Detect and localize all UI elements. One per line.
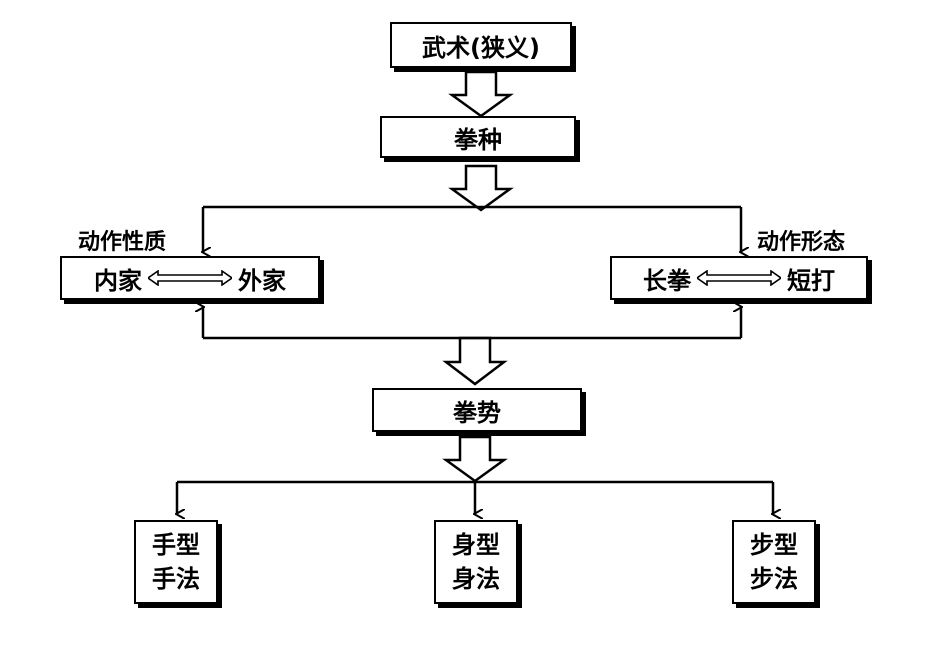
node-wushu: 武术(狭义) (390, 22, 572, 68)
node-shou: 手型 手法 (134, 520, 218, 604)
node-shou-line1: 手型 (152, 531, 200, 559)
node-quanzhong-text: 拳种 (454, 125, 502, 154)
node-shen-line1: 身型 (452, 531, 500, 559)
block-arrow-1 (448, 70, 514, 118)
node-shen-line2: 身法 (452, 565, 500, 593)
node-waijia-text: 外家 (238, 266, 286, 295)
block-arrow-4 (442, 435, 508, 483)
node-duanda-text: 短打 (787, 266, 835, 295)
node-quanzhong: 拳种 (380, 116, 576, 158)
double-arrow-icon (697, 270, 781, 286)
node-changquan-duanda: 长拳 短打 (610, 256, 868, 300)
node-neijia-waijia: 内家 外家 (60, 256, 320, 300)
node-shou-line2: 手法 (152, 565, 200, 593)
node-bu: 步型 步法 (732, 520, 816, 604)
node-quanshi: 拳势 (372, 388, 582, 432)
node-quanshi-text: 拳势 (453, 398, 501, 427)
node-bu-line1: 步型 (750, 531, 798, 559)
block-arrow-3 (442, 336, 508, 386)
node-wushu-text: 武术(狭义) (422, 33, 540, 62)
label-left: 动作性质 (78, 230, 167, 255)
node-changquan-text: 长拳 (643, 266, 691, 295)
node-shen: 身型 身法 (434, 520, 518, 604)
node-neijia-text: 内家 (94, 266, 142, 295)
label-right: 动作形态 (757, 230, 846, 255)
node-bu-line2: 步法 (750, 565, 798, 593)
block-arrow-2 (448, 164, 514, 212)
double-arrow-icon (148, 270, 232, 286)
